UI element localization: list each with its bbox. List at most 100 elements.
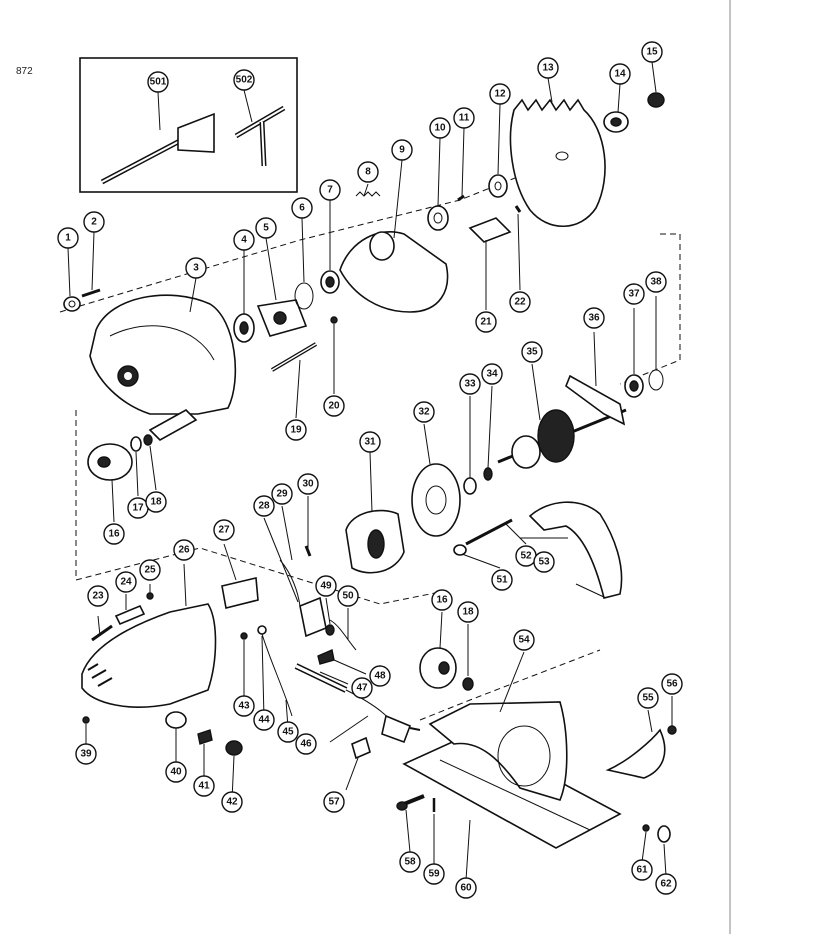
callout-29: 29: [271, 483, 293, 505]
callout-38: 38: [645, 271, 667, 293]
svg-text:40: 40: [170, 767, 182, 778]
part-60-base: [402, 701, 622, 849]
wrench-501: [100, 112, 215, 185]
callout-18: 18: [145, 491, 167, 513]
svg-text:15: 15: [646, 47, 658, 58]
callout-16: 16: [103, 523, 125, 545]
svg-text:18: 18: [150, 497, 162, 508]
part-10-washer: [427, 205, 449, 231]
svg-text:27: 27: [218, 525, 230, 536]
part-53-handle: [528, 501, 623, 599]
svg-text:56: 56: [666, 679, 678, 690]
part-14-flange: [603, 111, 629, 133]
svg-text:32: 32: [418, 407, 430, 418]
callout-22: 22: [509, 291, 531, 313]
part-18-nut-lower: [462, 677, 474, 691]
svg-text:5: 5: [263, 223, 269, 234]
callout-54: 54: [513, 629, 535, 651]
callout-12: 12: [489, 83, 511, 105]
part-5-bearing-plate: [256, 299, 308, 337]
callout-8: 8: [357, 161, 379, 183]
part-34-washer: [483, 467, 493, 481]
callout-60: 60: [455, 877, 477, 899]
callout-52: 52: [515, 545, 537, 567]
svg-text:52: 52: [520, 551, 532, 562]
callout-31: 31: [359, 431, 381, 453]
svg-text:29: 29: [276, 489, 288, 500]
callout-58: 58: [399, 851, 421, 873]
svg-text:19: 19: [290, 425, 302, 436]
svg-text:30: 30: [302, 479, 314, 490]
callout-37: 37: [623, 283, 645, 305]
svg-text:1: 1: [65, 233, 71, 244]
svg-text:44: 44: [258, 715, 270, 726]
callout-39: 39: [75, 743, 97, 765]
svg-text:34: 34: [486, 369, 498, 380]
callout-40: 40: [165, 761, 187, 783]
callout-501: 501: [147, 71, 169, 93]
svg-text:50: 50: [342, 591, 354, 602]
svg-text:18: 18: [462, 607, 474, 618]
callout-45: 45: [277, 721, 299, 743]
svg-text:33: 33: [464, 379, 476, 390]
svg-text:7: 7: [327, 185, 333, 196]
part-28-brush-holder: [299, 596, 327, 638]
svg-text:31: 31: [364, 437, 376, 448]
callout-9: 9: [391, 139, 413, 161]
svg-text:4: 4: [241, 235, 247, 246]
part-42-brush-cap: [225, 740, 243, 756]
svg-text:17: 17: [132, 503, 144, 514]
svg-text:16: 16: [436, 595, 448, 606]
part-30-clip: [304, 545, 312, 557]
callout-17: 17: [127, 497, 149, 519]
callout-21: 21: [475, 311, 497, 333]
callout-1: 1: [57, 227, 79, 249]
callout-2: 2: [83, 211, 105, 233]
part-50-wire: [329, 619, 357, 651]
svg-text:46: 46: [300, 739, 312, 750]
callout-47: 47: [351, 677, 373, 699]
callout-14: 14: [609, 63, 631, 85]
callout-502: 502: [233, 69, 255, 91]
callout-6: 6: [291, 197, 313, 219]
part-24-name-plate: [114, 604, 146, 626]
svg-text:14: 14: [614, 69, 626, 80]
callout-35: 35: [521, 341, 543, 363]
svg-text:45: 45: [282, 727, 294, 738]
svg-text:12: 12: [494, 89, 506, 100]
hex-key-502: [234, 105, 286, 167]
callout-50: 50: [337, 585, 359, 607]
svg-text:39: 39: [80, 749, 92, 760]
svg-text:13: 13: [542, 63, 554, 74]
part-58-bolt: [396, 794, 425, 811]
part-15-bolt: [647, 92, 665, 108]
svg-text:37: 37: [628, 289, 640, 300]
callout-49: 49: [315, 575, 337, 597]
callout-41: 41: [193, 775, 215, 797]
part-57-lever: [351, 736, 371, 760]
callout-51: 51: [491, 569, 513, 591]
part-44-terminal: [257, 625, 267, 635]
part-56-screw: [667, 725, 677, 735]
part-22-screw: [514, 205, 522, 213]
callout-28: 28: [253, 495, 275, 517]
part-61-washer: [642, 824, 650, 832]
part-12-outer-washer: [488, 174, 508, 198]
svg-text:8: 8: [365, 167, 371, 178]
accessory-box: [79, 57, 298, 193]
part-16-knob-lower: [419, 647, 457, 689]
callout-36: 36: [583, 307, 605, 329]
callout-61: 61: [631, 859, 653, 881]
part-27-switch-plate: [221, 577, 259, 609]
svg-text:54: 54: [518, 635, 530, 646]
svg-text:61: 61: [636, 865, 648, 876]
callout-15: 15: [641, 41, 663, 63]
callout-30: 30: [297, 473, 319, 495]
part-9-safety-cover: [339, 230, 449, 313]
callout-44: 44: [253, 709, 275, 731]
callout-3: 3: [185, 257, 207, 279]
callout-34: 34: [481, 363, 503, 385]
callout-502-leader: [157, 89, 253, 131]
part-23-screw: [91, 624, 113, 642]
